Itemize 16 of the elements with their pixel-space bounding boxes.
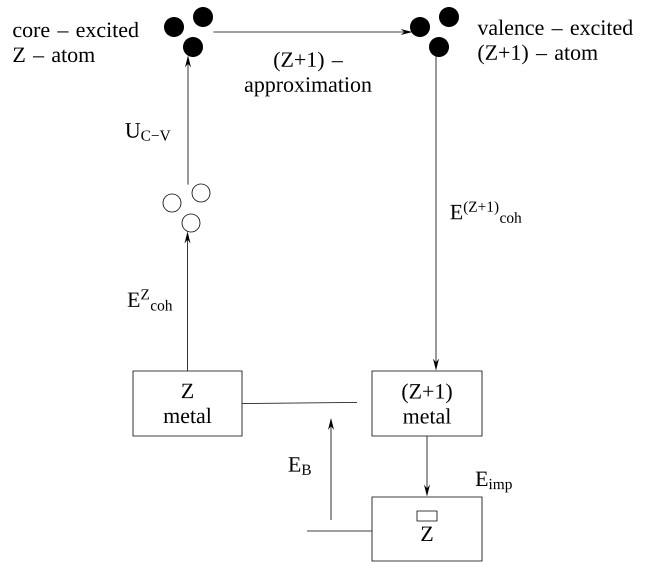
edge-label: (Z+1) – approximation: [237, 50, 379, 98]
node-caption: valence – excited (Z+1) – atom: [477, 20, 633, 64]
edge-label: E$^{(Z+1)}$coh: [448, 200, 524, 224]
atom-cluster-drawing: [162, 184, 210, 232]
atom-cluster-drawing: [164, 7, 213, 57]
atom-cluster-drawing: [410, 7, 459, 57]
energy-label: E$_{B}$: [288, 457, 311, 475]
level-line: [242, 402, 358, 404]
edge-label: U$_{C−V}$: [124, 122, 172, 142]
level-line: [306, 530, 372, 532]
box: Z: [372, 496, 482, 562]
edge-label: E$^{Z}$coh: [126, 288, 174, 312]
node-caption: core – excited Z – atom: [13, 22, 139, 62]
box: Z metal: [132, 370, 242, 436]
box: (Z+1) metal: [372, 370, 482, 436]
edge-label: E$_{imp}$: [474, 470, 514, 494]
